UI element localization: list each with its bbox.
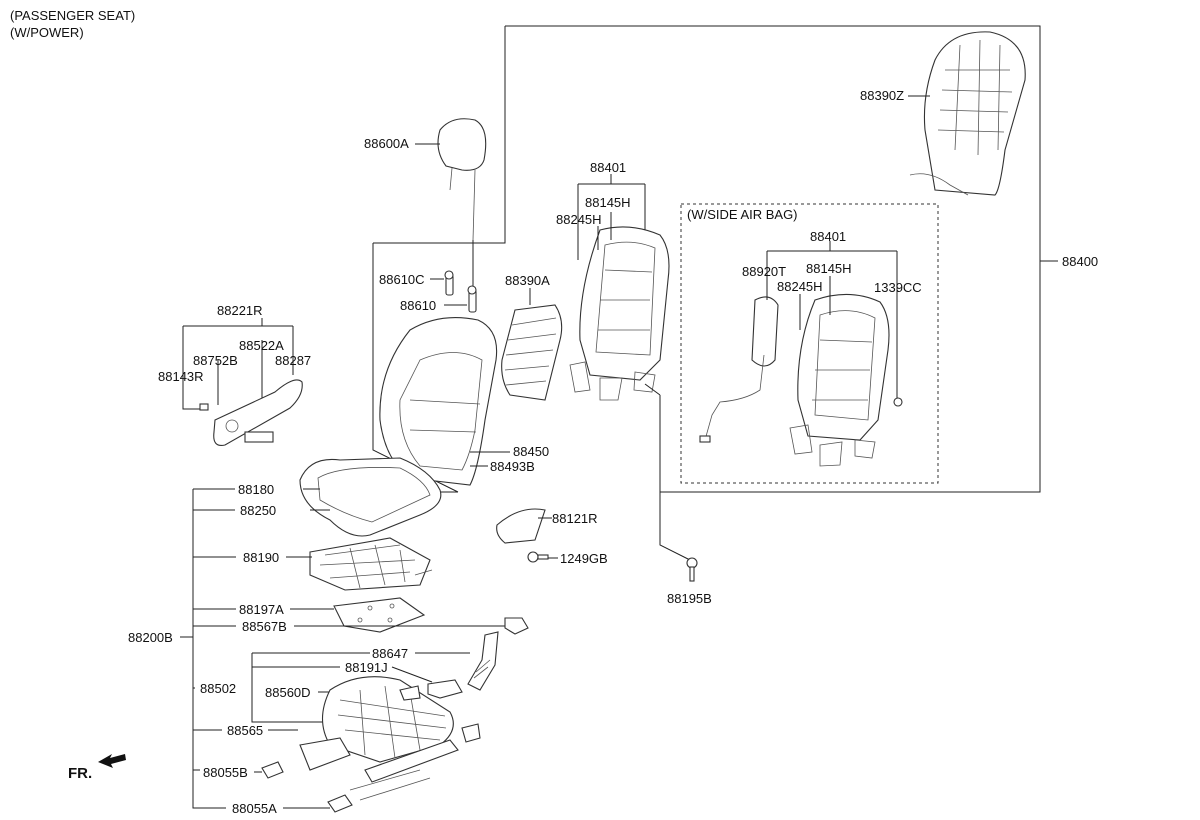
part-label-88401-airbag[interactable]: 88401 — [810, 229, 846, 244]
part-label-88287[interactable]: 88287 — [275, 353, 311, 368]
cover-88055a-drawing — [327, 794, 353, 813]
back-frame-88401-airbag-drawing — [789, 293, 903, 467]
part-label-88567b[interactable]: 88567B — [242, 619, 287, 634]
back-frame-88401-drawing — [569, 226, 670, 401]
part-label-88191j[interactable]: 88191J — [345, 660, 388, 675]
screw-88195b-drawing — [686, 557, 698, 582]
cover-88055b-drawing — [261, 761, 284, 779]
leader-88401-airbag-bracket — [766, 241, 898, 398]
part-label-88647[interactable]: 88647 — [372, 646, 408, 661]
part-label-88143r[interactable]: 88143R — [158, 369, 204, 384]
part-label-88450[interactable]: 88450 — [513, 444, 549, 459]
back-cover-88390z-drawing — [909, 31, 1026, 196]
part-label-88400[interactable]: 88400 — [1062, 254, 1098, 269]
bracket-88191j-drawing — [427, 679, 463, 699]
part-label-88145h-airbag[interactable]: 88145H — [806, 261, 852, 276]
screw-1249gb-drawing — [527, 551, 549, 563]
leader-88502-bracket — [251, 652, 370, 723]
side-airbag-box-label: (W/SIDE AIR BAG) — [687, 207, 798, 222]
recliner-cover-88221r-drawing — [199, 379, 303, 447]
leader-88191j — [391, 666, 433, 683]
part-label-88180[interactable]: 88180 — [238, 482, 274, 497]
headrest-guide-88610-drawing — [467, 285, 477, 313]
cushion-frame-88190-drawing — [309, 537, 433, 591]
diagram-title-line1: (PASSENGER SEAT) — [10, 8, 136, 23]
part-label-88752b[interactable]: 88752B — [193, 353, 238, 368]
part-label-88190[interactable]: 88190 — [243, 550, 279, 565]
part-label-88250[interactable]: 88250 — [240, 503, 276, 518]
part-label-88245h-airbag[interactable]: 88245H — [777, 279, 823, 294]
leader-88195b-top — [644, 383, 661, 396]
part-label-88221r[interactable]: 88221R — [217, 303, 263, 318]
part-label-88245h[interactable]: 88245H — [556, 212, 602, 227]
front-direction-arrow-icon — [98, 754, 126, 768]
part-label-88121r[interactable]: 88121R — [552, 511, 598, 526]
seat-cushion-88180-drawing — [299, 457, 442, 537]
clip-88567b-drawing — [504, 617, 529, 635]
leader-88195b — [659, 395, 691, 561]
headrest-88600a-drawing — [437, 118, 487, 241]
side-airbag-group-box — [680, 203, 939, 484]
part-label-88055b[interactable]: 88055B — [203, 765, 248, 780]
side-airbag-88920t-drawing — [699, 296, 779, 443]
part-label-88390a[interactable]: 88390A — [505, 273, 550, 288]
diagram-title-line2: (W/POWER) — [10, 25, 84, 40]
part-label-88055a[interactable]: 88055A — [232, 801, 277, 816]
leader-88401-bracket — [577, 174, 646, 260]
part-label-88600a[interactable]: 88600A — [364, 136, 409, 151]
cover-88121r-drawing — [496, 508, 546, 544]
part-label-88390z[interactable]: 88390Z — [860, 88, 904, 103]
part-label-88195b[interactable]: 88195B — [667, 591, 712, 606]
part-label-88145h[interactable]: 88145H — [585, 195, 631, 210]
part-label-1339cc[interactable]: 1339CC — [874, 280, 922, 295]
part-label-88502[interactable]: 88502 — [200, 681, 236, 696]
plate-88197a-drawing — [333, 597, 426, 633]
leader-88221r-bracket — [182, 318, 294, 420]
part-label-88565[interactable]: 88565 — [227, 723, 263, 738]
part-label-88200b[interactable]: 88200B — [128, 630, 173, 645]
part-label-88610c[interactable]: 88610C — [379, 272, 425, 287]
back-cushion-88450-drawing — [379, 317, 498, 486]
part-label-88493b[interactable]: 88493B — [490, 459, 535, 474]
part-label-88401[interactable]: 88401 — [590, 160, 626, 175]
seat-track-88502-drawing — [299, 676, 459, 801]
leader-88200b-bracket — [180, 488, 236, 809]
part-label-88522a[interactable]: 88522A — [239, 338, 284, 353]
part-label-88560d[interactable]: 88560D — [265, 685, 311, 700]
part-label-1249gb[interactable]: 1249GB — [560, 551, 608, 566]
part-label-88920t[interactable]: 88920T — [742, 264, 786, 279]
small-bracket-drawing — [399, 685, 481, 743]
group-88400-outline — [372, 25, 1041, 493]
front-direction-label: FR. — [68, 765, 92, 782]
part-label-88197a[interactable]: 88197A — [239, 602, 284, 617]
lever-88647-drawing — [467, 631, 499, 691]
lumbar-support-88390a-drawing — [501, 304, 563, 401]
headrest-guide-88610c-drawing — [444, 270, 454, 296]
part-label-88610[interactable]: 88610 — [400, 298, 436, 313]
